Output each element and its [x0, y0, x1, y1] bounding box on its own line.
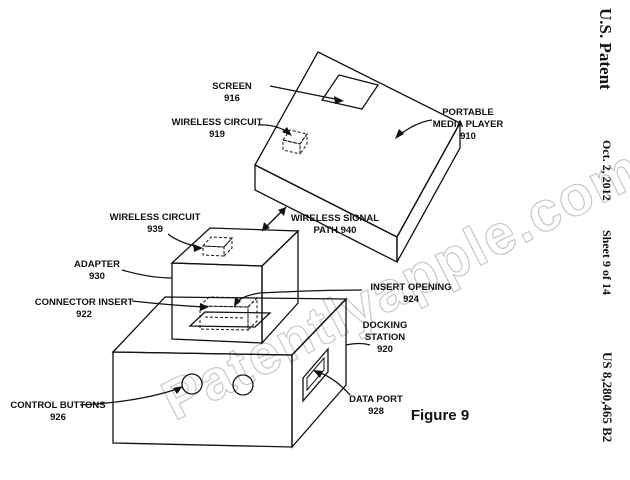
label-connector-insert: CONNECTOR INSERT — [35, 297, 134, 308]
player-side-face — [396, 122, 461, 263]
label-data-port: DATA PORT — [349, 394, 403, 405]
ref-control-buttons: 926 — [50, 412, 66, 423]
dock-side-face — [291, 297, 347, 449]
ref-portable-media-player: 910 — [460, 131, 476, 142]
ref-data-port: 928 — [368, 406, 384, 417]
patent-header: U.S. Patent Oct. 2, 2012 Sheet 9 of 14 U… — [596, 8, 615, 442]
adapter-connector-insert — [198, 296, 259, 332]
label-insert-opening: INSERT OPENING — [370, 282, 451, 293]
figure-label: Figure 9 — [411, 407, 469, 424]
ref-connector-insert: 922 — [76, 309, 92, 320]
portable-media-player — [254, 51, 461, 264]
label-docking-2: STATION — [365, 332, 405, 343]
adapter-wireless-circuit — [201, 236, 234, 258]
ref-wireless-circuit-player: 919 — [209, 129, 225, 140]
wireless-signal-path-arrow — [261, 206, 287, 232]
patent-label: U.S. Patent — [596, 8, 615, 90]
patent-number: US 8,280,465 B2 — [600, 352, 615, 442]
labels: SCREEN 916 WIRELESS CIRCUIT 919 PORTABLE… — [10, 81, 503, 424]
label-portable-1: PORTABLE — [442, 107, 494, 118]
control-button-1 — [181, 373, 203, 395]
ref-adapter: 930 — [89, 271, 105, 282]
label-signal-path-1: WIRELESS SIGNAL — [291, 213, 379, 224]
player-wireless-circuit — [282, 129, 308, 156]
label-wireless-circuit-adapter: WIRELESS CIRCUIT — [110, 212, 201, 223]
label-portable-2: MEDIA PLAYER — [433, 119, 504, 130]
ref-docking-station: 920 — [377, 344, 393, 355]
player-screen — [320, 74, 380, 110]
leader-lines — [79, 85, 433, 406]
patent-sheet: Sheet 9 of 14 — [600, 230, 614, 295]
label-docking-1: DOCKING — [363, 320, 408, 331]
label-wireless-circuit-player: WIRELESS CIRCUIT — [172, 117, 263, 128]
ref-insert-opening: 924 — [403, 294, 420, 305]
dock-data-port-inner — [306, 356, 325, 392]
adapter-top-face — [170, 227, 300, 267]
label-signal-path-2: PATH 940 — [314, 225, 357, 236]
control-button-2 — [232, 374, 254, 396]
label-screen: SCREEN — [212, 81, 252, 92]
docking-station — [111, 296, 348, 449]
patent-date: Oct. 2, 2012 — [600, 140, 614, 201]
ref-screen: 916 — [224, 93, 240, 104]
label-control-buttons: CONTROL BUTTONS — [10, 400, 105, 411]
adapter-side-face — [261, 229, 299, 345]
dock-insert-opening — [188, 311, 272, 328]
dock-data-port-outer — [302, 347, 329, 403]
ref-wireless-circuit-adapter: 939 — [147, 224, 163, 235]
label-adapter: ADAPTER — [74, 259, 120, 270]
